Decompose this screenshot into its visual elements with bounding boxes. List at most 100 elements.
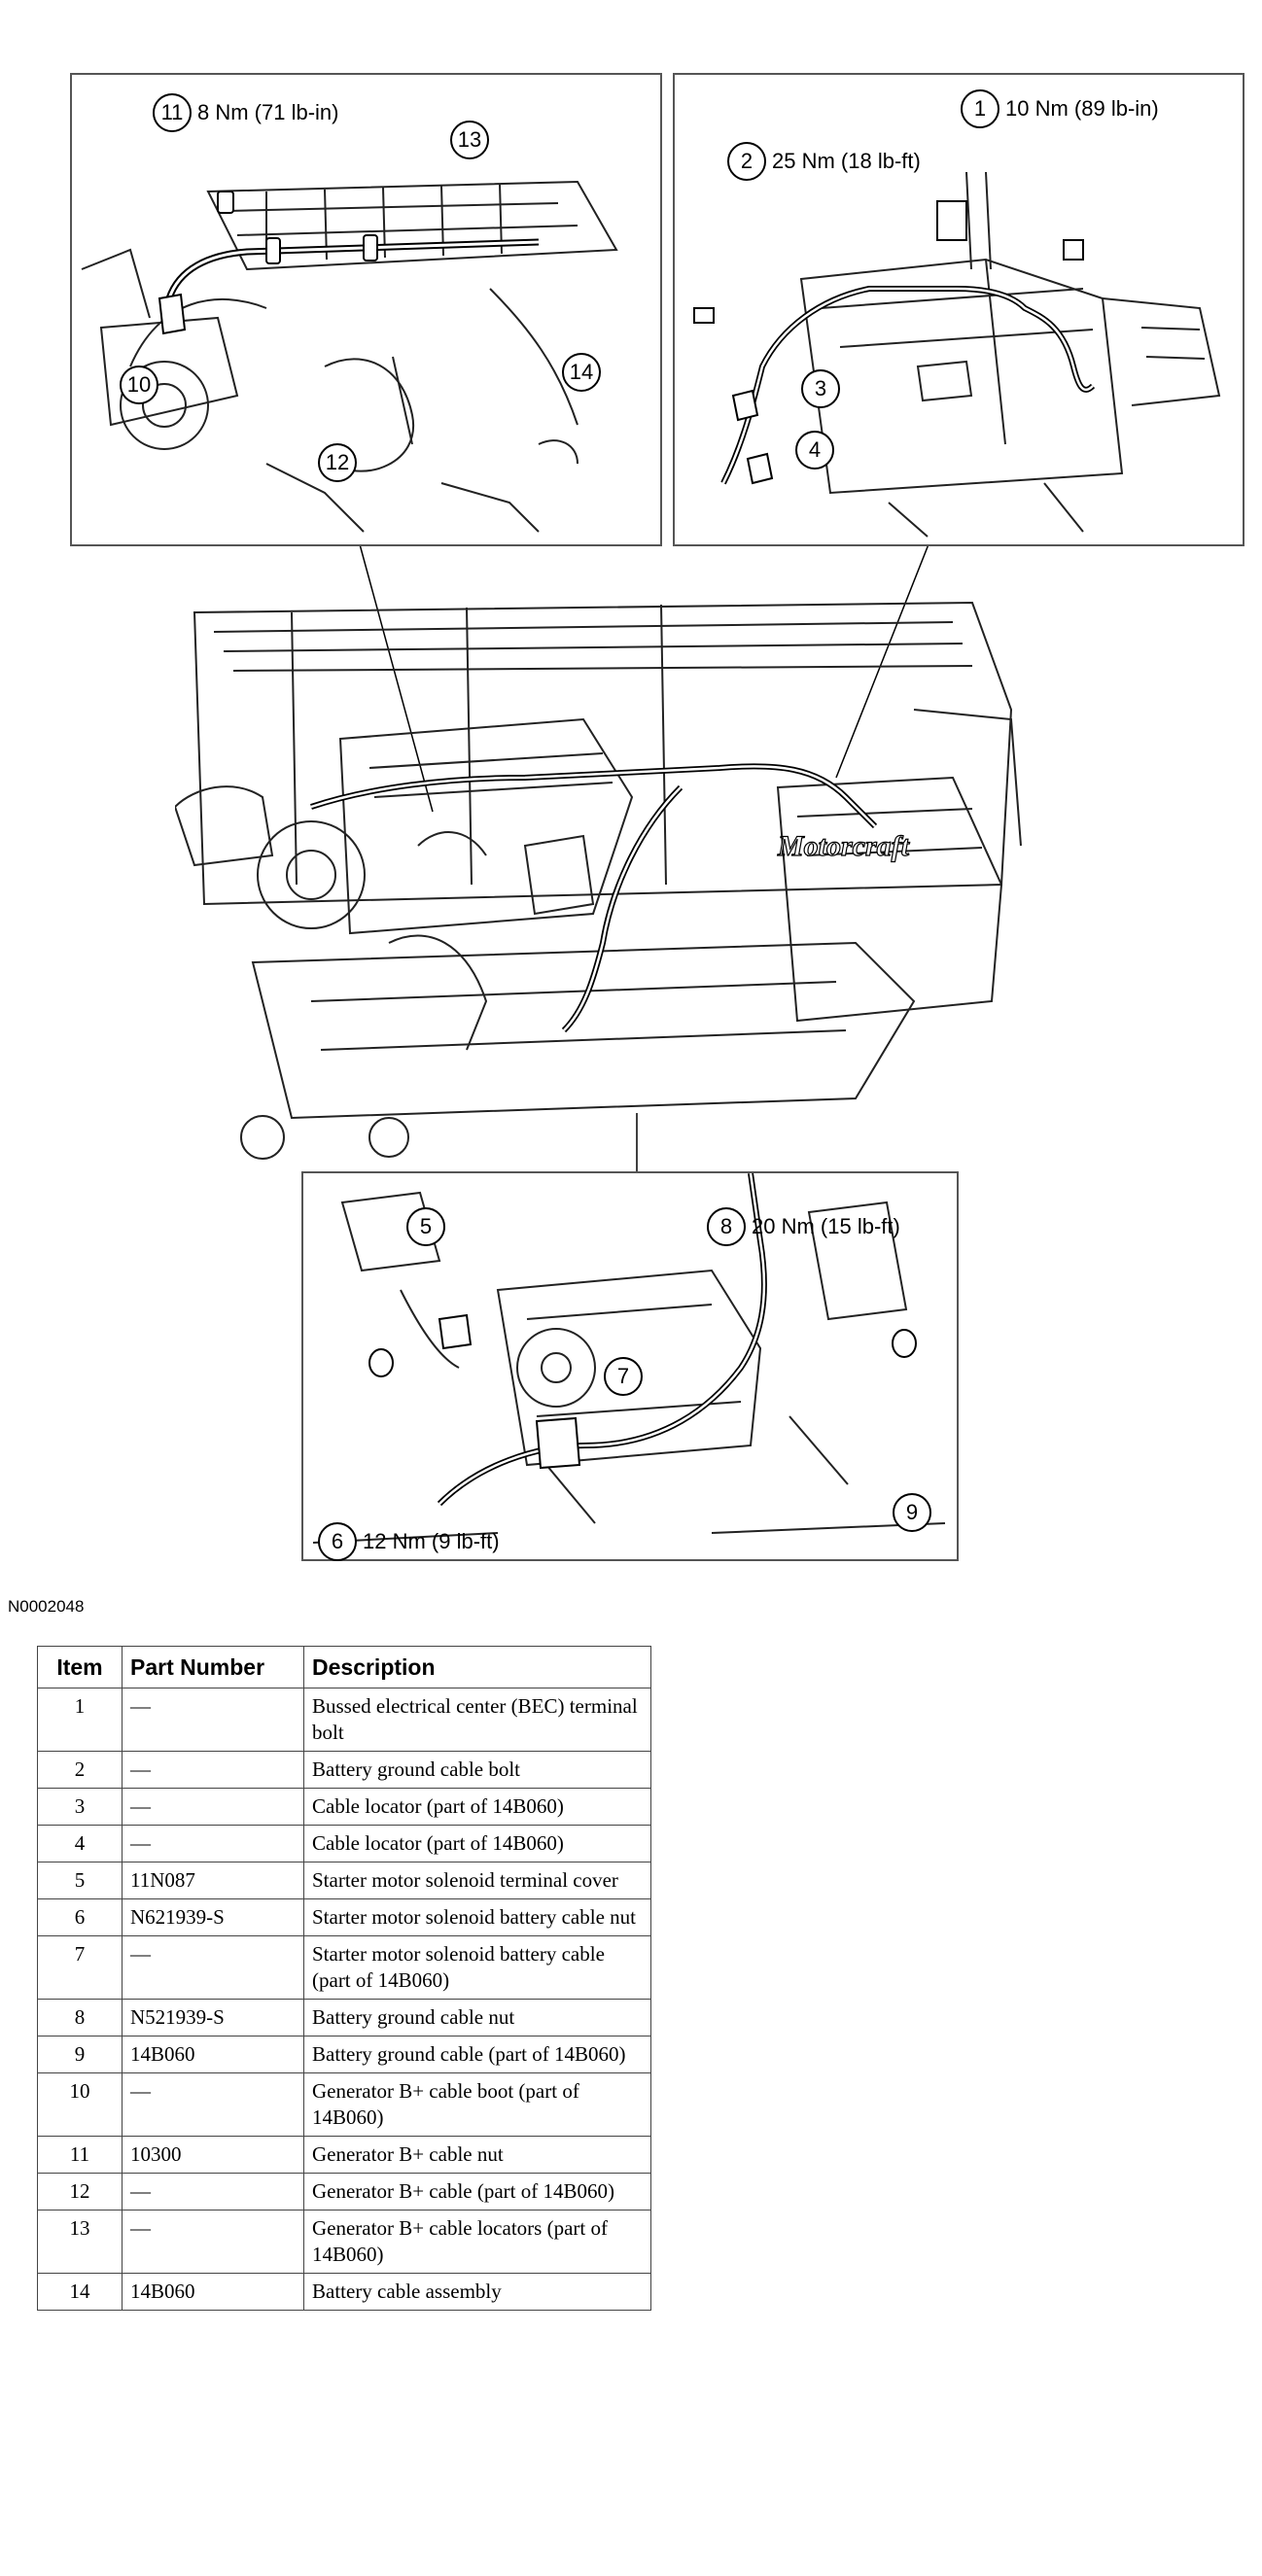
battery-connections-illustration	[693, 171, 1221, 538]
cell-item: 1	[37, 1688, 123, 1752]
cell-item: 10	[37, 2072, 123, 2137]
cell-description: Battery ground cable (part of 14B060)	[303, 2036, 651, 2073]
table-row: 2—Battery ground cable bolt	[37, 1751, 651, 1789]
callout-8: 8 20 Nm (15 lb-ft)	[707, 1207, 900, 1246]
table-row: 13—Generator B+ cable locators (part of …	[37, 2210, 651, 2274]
cell-part-number: —	[122, 2173, 304, 2210]
parts-table-body: 1—Bussed electrical center (BEC) termina…	[37, 1688, 651, 2311]
callout-14: 14	[562, 353, 601, 392]
callout-7: 7	[604, 1357, 643, 1396]
callout-number: 7	[604, 1357, 643, 1396]
torque-spec: 10 Nm (89 lb-in)	[1005, 96, 1159, 121]
cell-item: 12	[37, 2173, 123, 2210]
starter-solenoid-illustration	[312, 1173, 946, 1544]
callout-9: 9	[893, 1493, 931, 1532]
table-row: 12—Generator B+ cable (part of 14B060)	[37, 2173, 651, 2210]
callout-number: 14	[562, 353, 601, 392]
callout-number: 9	[893, 1493, 931, 1532]
callout-6: 6 12 Nm (9 lb-ft)	[318, 1522, 500, 1561]
callout-number: 1	[961, 89, 999, 128]
cell-item: 5	[37, 1862, 123, 1899]
column-header-part-number: Part Number	[122, 1646, 304, 1688]
cell-item: 8	[37, 1999, 123, 2036]
cell-part-number: —	[122, 1935, 304, 2000]
cell-part-number: N521939-S	[122, 1999, 304, 2036]
cell-description: Bussed electrical center (BEC) terminal …	[303, 1688, 651, 1752]
cell-item: 9	[37, 2036, 123, 2073]
cell-description: Cable locator (part of 14B060)	[303, 1788, 651, 1826]
torque-spec: 20 Nm (15 lb-ft)	[752, 1214, 900, 1238]
cell-item: 7	[37, 1935, 123, 2000]
cell-item: 4	[37, 1825, 123, 1862]
table-row: 10—Generator B+ cable boot (part of 14B0…	[37, 2072, 651, 2137]
callout-2: 2 25 Nm (18 lb-ft)	[727, 142, 921, 181]
callout-number: 6	[318, 1522, 357, 1561]
table-row: 3—Cable locator (part of 14B060)	[37, 1788, 651, 1826]
torque-spec: 12 Nm (9 lb-ft)	[363, 1529, 500, 1553]
cell-description: Starter motor solenoid battery cable nut	[303, 1898, 651, 1936]
callout-number: 2	[727, 142, 766, 181]
callout-5: 5	[406, 1207, 445, 1246]
cell-item: 3	[37, 1788, 123, 1826]
cell-description: Generator B+ cable locators (part of 14B…	[303, 2210, 651, 2274]
cell-item: 2	[37, 1751, 123, 1789]
cell-part-number: —	[122, 1825, 304, 1862]
callout-11: 11 8 Nm (71 lb-in)	[153, 93, 338, 132]
callout-number: 8	[707, 1207, 746, 1246]
cell-part-number: N621939-S	[122, 1898, 304, 1936]
callout-4: 4	[795, 431, 834, 470]
cell-description: Generator B+ cable (part of 14B060)	[303, 2173, 651, 2210]
callout-number: 5	[406, 1207, 445, 1246]
callout-number: 13	[450, 121, 489, 159]
generator-cable-illustration	[81, 180, 618, 533]
cell-part-number: 11N087	[122, 1862, 304, 1899]
callout-number: 11	[153, 93, 192, 132]
cell-part-number: —	[122, 2210, 304, 2274]
cell-description: Generator B+ cable nut	[303, 2136, 651, 2174]
torque-spec: 25 Nm (18 lb-ft)	[772, 149, 921, 173]
cell-part-number: —	[122, 1788, 304, 1826]
cell-part-number: 14B060	[122, 2036, 304, 2073]
engine-compartment-illustration: Motorcraft	[175, 601, 1022, 1160]
table-row: 1—Bussed electrical center (BEC) termina…	[37, 1688, 651, 1752]
callout-12: 12	[318, 443, 357, 482]
parts-table: Item Part Number Description 1—Bussed el…	[37, 1646, 651, 2311]
column-header-description: Description	[303, 1646, 651, 1688]
cell-part-number: —	[122, 1751, 304, 1789]
cell-item: 6	[37, 1898, 123, 1936]
callout-number: 12	[318, 443, 357, 482]
callout-1: 1 10 Nm (89 lb-in)	[961, 89, 1159, 128]
cell-description: Battery ground cable bolt	[303, 1751, 651, 1789]
cell-description: Starter motor solenoid terminal cover	[303, 1862, 651, 1899]
cell-part-number: 10300	[122, 2136, 304, 2174]
figure-id: N0002048	[8, 1597, 85, 1616]
cell-part-number: —	[122, 2072, 304, 2137]
table-row: 4—Cable locator (part of 14B060)	[37, 1825, 651, 1862]
cell-description: Generator B+ cable boot (part of 14B060)	[303, 2072, 651, 2137]
cell-part-number: 14B060	[122, 2273, 304, 2311]
cell-part-number: —	[122, 1688, 304, 1752]
torque-spec: 8 Nm (71 lb-in)	[197, 100, 339, 124]
callout-13: 13	[450, 121, 489, 159]
cell-item: 14	[37, 2273, 123, 2311]
cell-item: 13	[37, 2210, 123, 2274]
cell-description: Battery cable assembly	[303, 2273, 651, 2311]
battery-brand-label: Motorcraft	[777, 830, 911, 862]
cell-description: Starter motor solenoid battery cable (pa…	[303, 1935, 651, 2000]
callout-number: 3	[801, 369, 840, 408]
callout-10: 10	[120, 366, 158, 404]
cell-description: Battery ground cable nut	[303, 1999, 651, 2036]
cell-item: 11	[37, 2136, 123, 2174]
callout-number: 10	[120, 366, 158, 404]
callout-number: 4	[795, 431, 834, 470]
table-header-row: Item Part Number Description	[37, 1646, 651, 1688]
table-row: 7—Starter motor solenoid battery cable (…	[37, 1935, 651, 2000]
detail-battery-connections	[673, 73, 1244, 546]
detail-generator-cable	[70, 73, 662, 546]
